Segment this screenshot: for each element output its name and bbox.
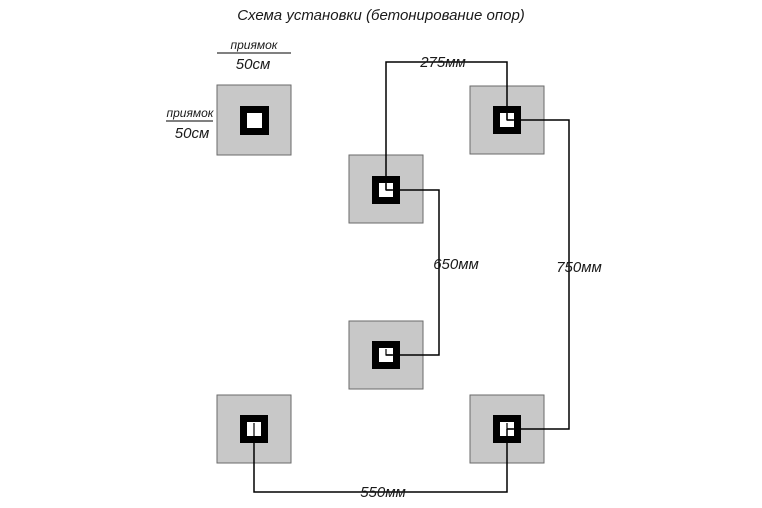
dimension-line-right xyxy=(507,119,570,430)
dimension-label-middle: 650мм xyxy=(433,256,479,273)
legend-side-label: приямок xyxy=(167,106,215,120)
dimension-line-middle xyxy=(386,189,440,356)
legend-top-dimension: приямок 50см xyxy=(217,38,291,73)
legend-pit xyxy=(216,84,292,156)
legend-side-size: 50см xyxy=(175,125,209,142)
legend-side-dimension: приямок 50см xyxy=(166,106,215,142)
dimension-label-right: 750мм xyxy=(556,259,602,276)
legend-top-size: 50см xyxy=(236,56,270,73)
diagram-title: Схема установки (бетонирование опор) xyxy=(237,7,525,24)
dimension-label-bottom: 550мм xyxy=(360,484,406,501)
dimension-label-top: 275мм xyxy=(419,54,466,71)
pit-top-middle xyxy=(348,154,424,224)
legend-top-label: приямок xyxy=(231,38,279,52)
dimension-line-top xyxy=(385,61,508,190)
dimension-line-bottom xyxy=(253,429,508,493)
